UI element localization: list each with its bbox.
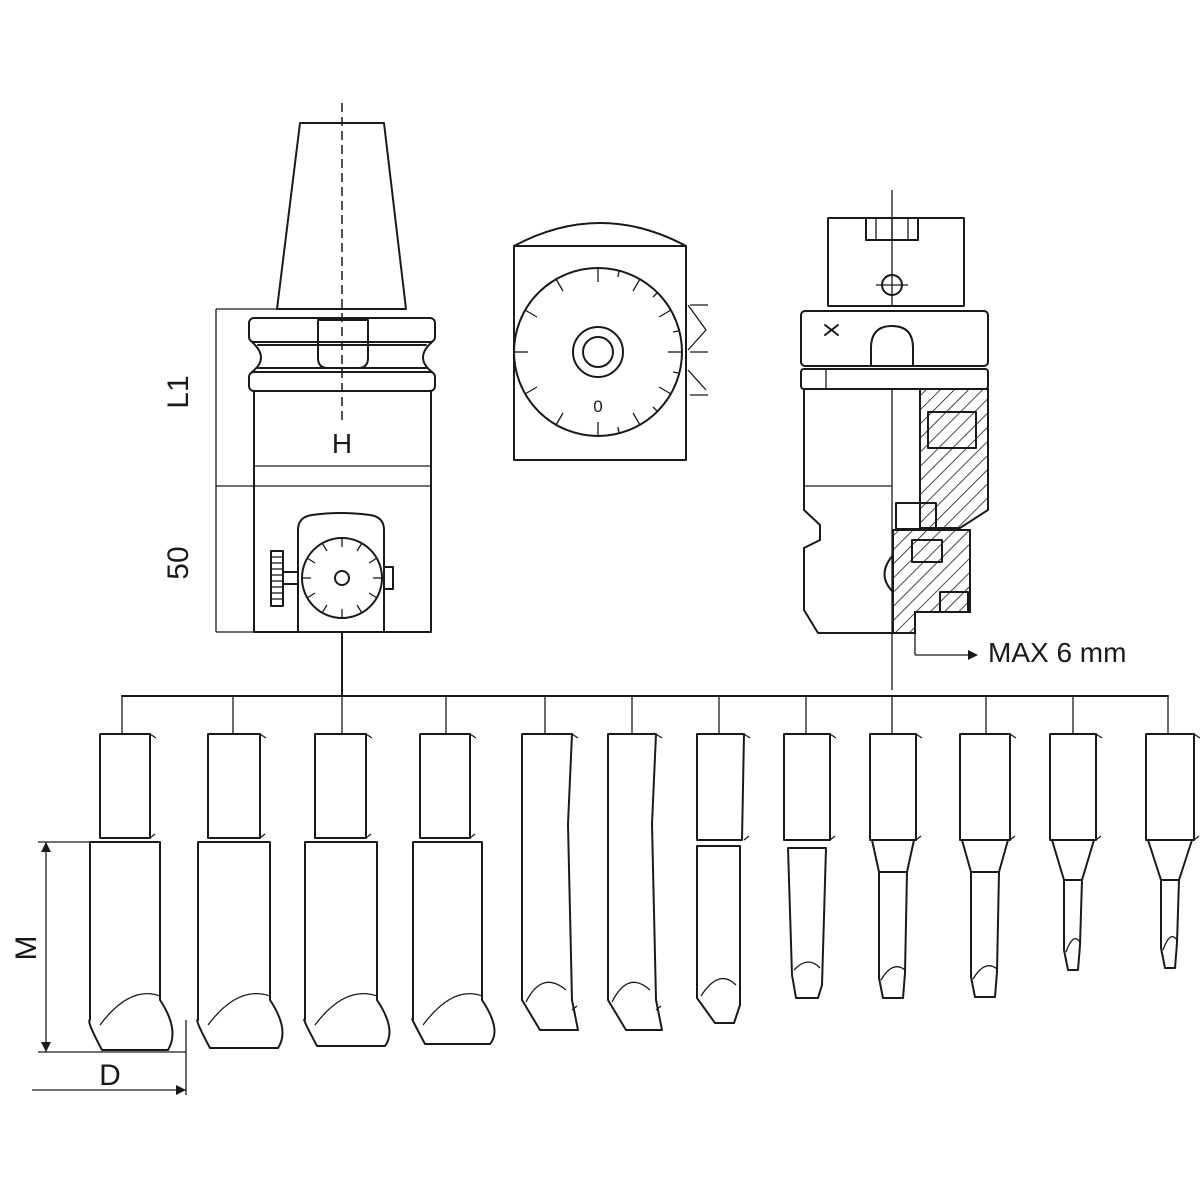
dimension-label-h: H bbox=[332, 428, 352, 459]
boring-tool bbox=[696, 696, 751, 1024]
shank-notch bbox=[915, 733, 923, 841]
tool-body bbox=[411, 841, 496, 1045]
max-depth-label: MAX 6 mm bbox=[988, 637, 1126, 668]
boring-tool bbox=[1145, 696, 1200, 969]
tool-body bbox=[1063, 879, 1083, 971]
knurled-knob bbox=[270, 550, 394, 607]
shank-notch bbox=[743, 733, 751, 841]
boring-tool bbox=[607, 696, 663, 1031]
top-clamp-block bbox=[827, 217, 965, 307]
boring-tool bbox=[303, 696, 391, 1047]
boring-tool bbox=[783, 696, 837, 999]
cross-section-view: MAX 6 mm bbox=[800, 190, 1126, 690]
boring-tools bbox=[88, 696, 1200, 1051]
shank-notch bbox=[1009, 733, 1017, 841]
dimension-label-50: 50 bbox=[162, 546, 195, 579]
cutting-edge bbox=[700, 977, 737, 997]
dial-housing bbox=[297, 512, 385, 633]
shank-notch bbox=[1095, 733, 1103, 841]
boring-head-side-view: L1 50 H bbox=[162, 103, 436, 633]
tool-body bbox=[303, 841, 391, 1047]
boring-tool bbox=[196, 696, 284, 1049]
drive-key bbox=[317, 319, 369, 369]
cutting-edge bbox=[314, 992, 378, 1026]
cutting-edge bbox=[1162, 936, 1178, 951]
tool-taper bbox=[1051, 839, 1095, 881]
tool-body bbox=[696, 845, 741, 1024]
shank-notch bbox=[829, 733, 837, 841]
dial-body bbox=[513, 222, 687, 461]
boring-tool bbox=[521, 696, 579, 1031]
taper-shank bbox=[276, 122, 407, 310]
cutting-edge bbox=[1065, 938, 1081, 953]
dial-front-view: 0 bbox=[513, 222, 708, 461]
tool-shank bbox=[419, 733, 471, 839]
tool-shank bbox=[314, 733, 367, 839]
tool-taper bbox=[871, 839, 915, 873]
cutting-edge bbox=[207, 992, 271, 1026]
tool-body bbox=[878, 871, 908, 999]
tool-shank bbox=[696, 733, 745, 841]
boring-tool bbox=[959, 696, 1017, 998]
cutting-edge bbox=[793, 961, 821, 971]
shank-notch bbox=[365, 733, 373, 839]
tool-body bbox=[88, 841, 174, 1051]
cutting-edge bbox=[99, 992, 161, 1026]
large-dial-ticks bbox=[514, 268, 682, 436]
dimension-label-d: D bbox=[99, 1059, 121, 1092]
tool-shank bbox=[1145, 733, 1195, 841]
small-dial-ticks bbox=[302, 538, 382, 618]
shank-notch bbox=[259, 733, 267, 839]
cutting-edge bbox=[972, 965, 998, 980]
tool-body bbox=[607, 733, 663, 1031]
tool-shank bbox=[959, 733, 1011, 841]
tool-shank bbox=[207, 733, 261, 839]
dimension-label-m: M bbox=[10, 936, 43, 961]
shank-notch bbox=[1193, 733, 1200, 841]
shank-notch bbox=[469, 733, 477, 839]
tool-bus bbox=[121, 631, 1169, 697]
tool-taper bbox=[961, 839, 1009, 873]
tool-shank bbox=[99, 733, 151, 839]
boring-tool bbox=[1049, 696, 1103, 971]
cutting-edge bbox=[611, 981, 651, 1003]
tool-body bbox=[521, 733, 579, 1031]
shank-notch bbox=[655, 733, 663, 1011]
dimension-label-l1: L1 bbox=[162, 375, 195, 408]
tool-body bbox=[196, 841, 284, 1049]
small-dial bbox=[301, 537, 383, 619]
tool-shank bbox=[1049, 733, 1097, 841]
section-body bbox=[803, 388, 893, 634]
shank-notch bbox=[571, 733, 579, 1011]
shank-notch bbox=[149, 733, 157, 839]
cutting-edge bbox=[422, 992, 483, 1026]
tool-dimensions: M D bbox=[10, 841, 187, 1095]
cutting-edge bbox=[880, 966, 906, 981]
boring-tool bbox=[869, 696, 923, 999]
tool-taper bbox=[1147, 839, 1193, 881]
dial-zero-label: 0 bbox=[593, 397, 602, 416]
tool-shank bbox=[783, 733, 831, 841]
tool-shank bbox=[869, 733, 917, 841]
boring-tool bbox=[88, 696, 174, 1051]
tool-body bbox=[970, 871, 1000, 998]
tool-body bbox=[1160, 879, 1180, 969]
boring-tool bbox=[411, 696, 496, 1045]
cutting-edge bbox=[525, 981, 567, 1003]
tool-body bbox=[787, 847, 827, 999]
